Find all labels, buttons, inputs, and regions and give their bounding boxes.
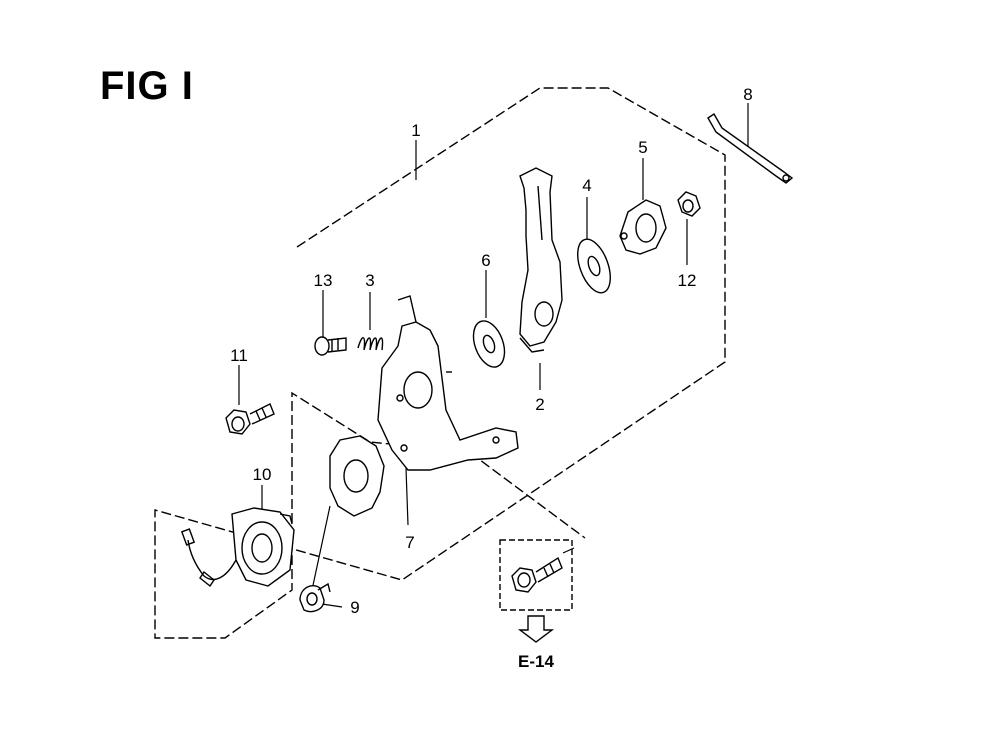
figure-title: FIG I bbox=[100, 64, 194, 108]
washer-6 bbox=[472, 320, 506, 368]
callout-11: 11 bbox=[230, 346, 248, 365]
callout-12: 12 bbox=[678, 271, 697, 290]
callout-7: 7 bbox=[405, 533, 414, 552]
assembly-boundary bbox=[154, 87, 726, 639]
callout-13: 13 bbox=[314, 271, 333, 290]
governor-bracket bbox=[377, 295, 519, 471]
callout-6: 6 bbox=[481, 251, 490, 270]
lever-arm bbox=[519, 167, 563, 353]
reference-label: E-14 bbox=[518, 652, 554, 671]
callout-10: 10 bbox=[253, 465, 272, 484]
reference-box bbox=[499, 539, 573, 611]
washer-4 bbox=[577, 238, 611, 294]
plate bbox=[619, 199, 667, 255]
callout-9: 9 bbox=[350, 598, 359, 617]
leader-lines bbox=[238, 103, 749, 608]
flange-bolt bbox=[225, 403, 275, 435]
callout-8: 8 bbox=[743, 85, 752, 104]
toothed-plate bbox=[329, 435, 385, 517]
callout-3: 3 bbox=[365, 271, 374, 290]
callout-2: 2 bbox=[535, 395, 544, 414]
reference-arrow bbox=[517, 615, 555, 643]
callout-5: 5 bbox=[638, 138, 647, 157]
nut bbox=[677, 191, 701, 217]
reference-bolt bbox=[511, 556, 563, 593]
spring bbox=[357, 337, 384, 351]
sensor-unit bbox=[180, 507, 295, 588]
wire-clip bbox=[299, 582, 331, 613]
callout-4: 4 bbox=[582, 176, 591, 195]
callout-labels: 1 2 3 4 5 6 7 8 9 10 11 12 13 bbox=[230, 85, 753, 617]
callout-1: 1 bbox=[411, 121, 420, 140]
linkage-rod bbox=[707, 113, 794, 184]
small-screw bbox=[314, 336, 347, 356]
